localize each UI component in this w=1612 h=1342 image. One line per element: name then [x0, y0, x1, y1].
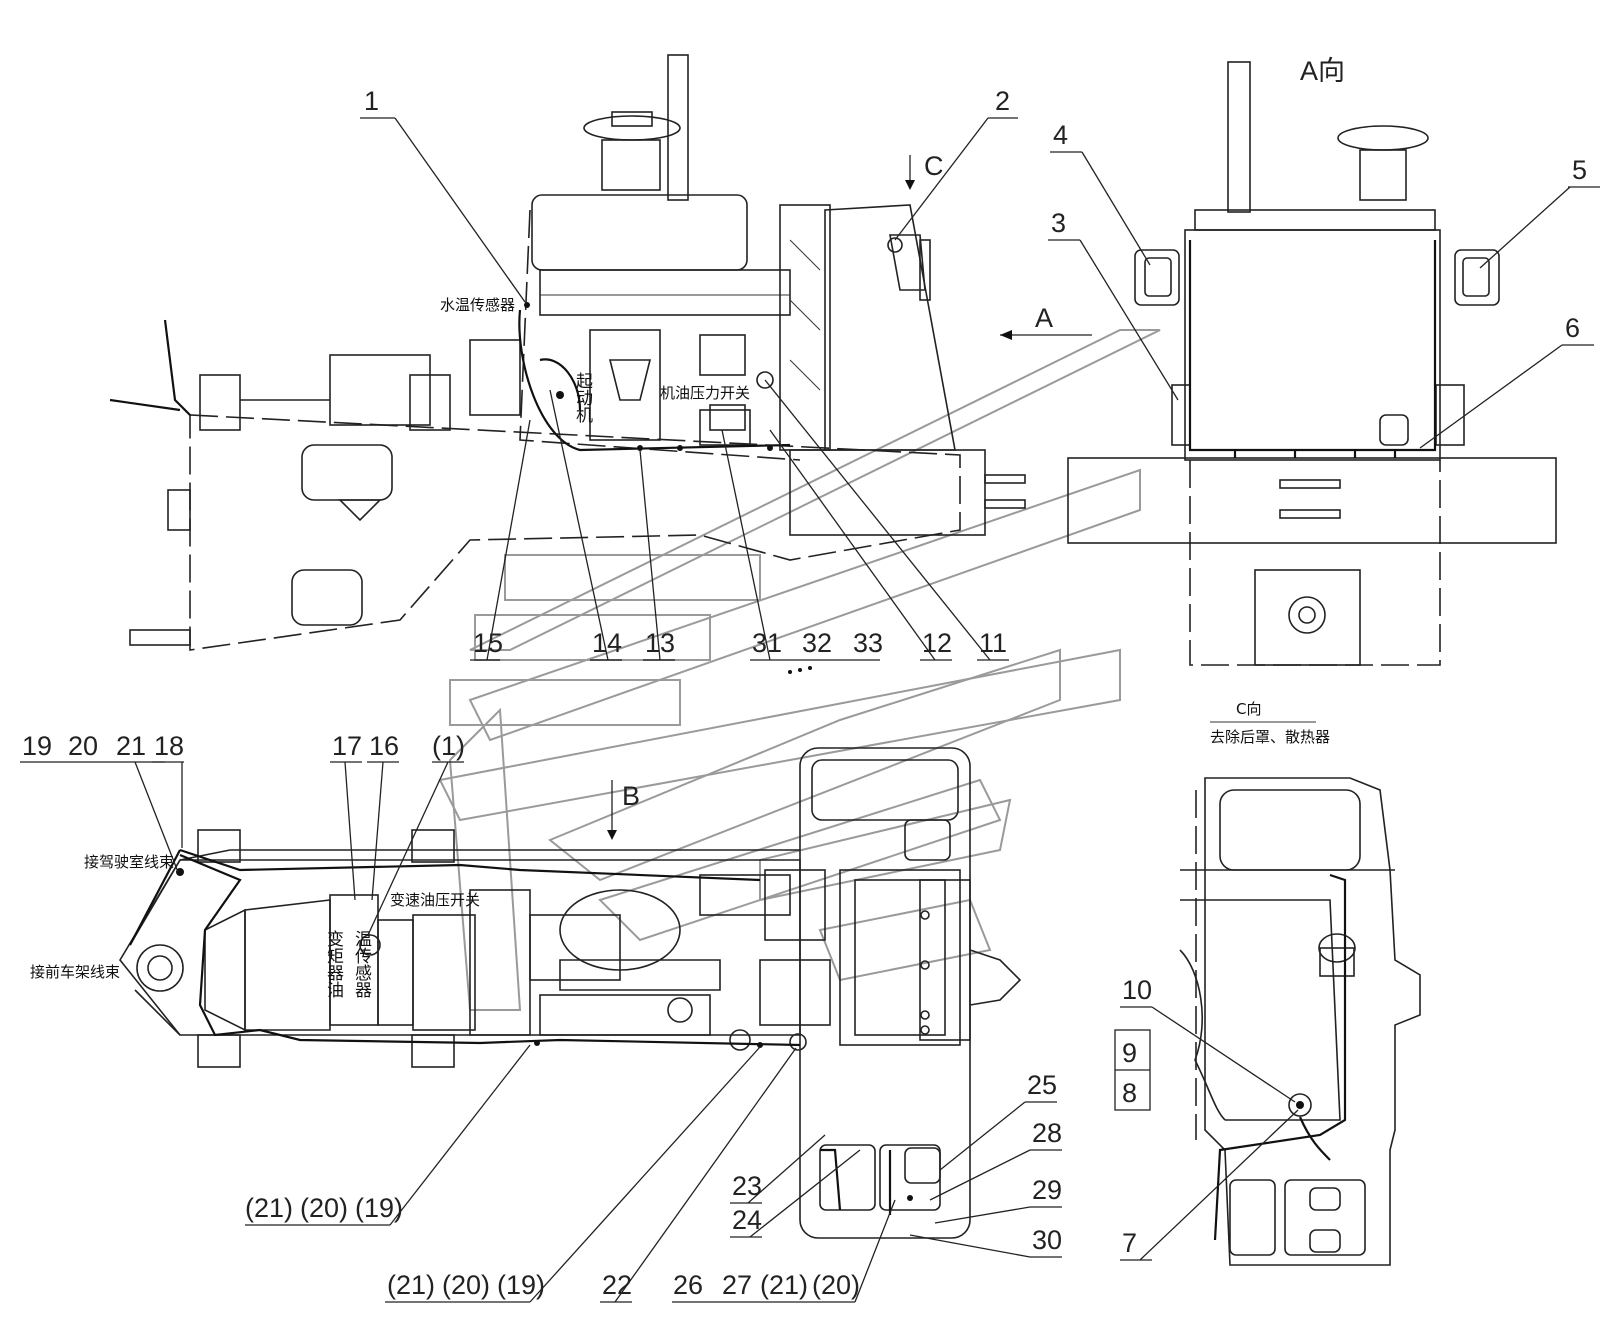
view-a-arrow-label: A [1035, 303, 1053, 333]
svg-text:18: 18 [154, 731, 184, 761]
callout-25: 25 [939, 1070, 1057, 1171]
svg-text:30: 30 [1032, 1225, 1062, 1255]
callout-2: 2 [894, 86, 1018, 241]
svg-text:12: 12 [922, 628, 952, 658]
callout-21-20-19-b: (21) (20) (19) [385, 1046, 761, 1303]
svg-text:4: 4 [1053, 120, 1068, 150]
water-temp-sensor-label: 水温传感器 [440, 296, 515, 314]
svg-text:14: 14 [592, 628, 622, 658]
callout-10: 10 [1120, 975, 1296, 1103]
callout-6: 6 [1419, 313, 1594, 449]
svg-text:温传感器: 温传感器 [351, 930, 372, 998]
svg-text:27: 27 [722, 1270, 752, 1300]
starter-motor-label: 起动机 [572, 372, 593, 423]
callout-23: 23 [730, 1134, 826, 1204]
svg-text:8: 8 [1122, 1078, 1137, 1108]
svg-text:(19): (19) [355, 1193, 403, 1223]
callout-7: 7 [1120, 1109, 1299, 1261]
callout-22: 22 [600, 1047, 797, 1303]
callout-18: 18 [152, 731, 184, 848]
callout-1: 1 [360, 86, 526, 303]
transmission-pressure-switch-label: 变速油压开关 [390, 891, 480, 909]
svg-text:(20): (20) [300, 1193, 348, 1223]
svg-text:25: 25 [1027, 1070, 1057, 1100]
svg-text:23: 23 [732, 1171, 762, 1201]
svg-text:变矩器油: 变矩器油 [323, 930, 344, 998]
callout-31-32-33: 31 32 33 [721, 429, 883, 674]
torque-converter-oil-temp-label: 变矩器油 [323, 930, 344, 998]
svg-text:13: 13 [645, 628, 675, 658]
callout-16: 16 [367, 731, 399, 901]
view-a [1067, 61, 1557, 666]
callout-4: 4 [1050, 120, 1151, 266]
callout-15: 15 [470, 419, 531, 661]
callout-19-20-21: 19 20 21 [20, 731, 179, 873]
callout-30: 30 [909, 1225, 1062, 1258]
svg-text:C向: C向 [1236, 700, 1261, 718]
svg-text:(20): (20) [442, 1270, 490, 1300]
cab-harness-label: 接驾驶室线束 [84, 853, 174, 871]
callout-13: 13 [639, 449, 675, 661]
view-a-title: A向 [1300, 56, 1345, 86]
svg-text:20: 20 [68, 731, 98, 761]
view-c: C向 去除后罩、散热器 [1179, 700, 1421, 1266]
svg-text:24: 24 [732, 1205, 762, 1235]
callout-24: 24 [730, 1149, 861, 1238]
callout-5: 5 [1479, 155, 1600, 269]
callout-9-8: 9 8 [1114, 1029, 1151, 1111]
svg-text:26: 26 [673, 1270, 703, 1300]
svg-text:11: 11 [979, 628, 1007, 658]
svg-text:19: 19 [22, 731, 52, 761]
callout-1-paren: (1) [367, 731, 465, 936]
front-frame-harness-label: 接前车架线束 [30, 963, 120, 981]
svg-text:21: 21 [116, 731, 146, 761]
callout-21-20-19-a: (21) (20) (19) [245, 1044, 531, 1226]
svg-text:(21): (21) [245, 1193, 293, 1223]
temp-sensor-label: 温传感器 [351, 930, 372, 998]
svg-text:16: 16 [369, 731, 399, 761]
svg-text:31: 31 [752, 628, 782, 658]
callout-3: 3 [1048, 208, 1179, 401]
svg-text:22: 22 [602, 1270, 632, 1300]
svg-text:33: 33 [853, 628, 883, 658]
svg-text:10: 10 [1122, 975, 1152, 1005]
svg-text:6: 6 [1565, 313, 1580, 343]
view-b-arrow-label: B [622, 781, 640, 811]
callout-26-27-21-20: 26 27 (21) (20) [672, 1199, 896, 1303]
svg-text:(1): (1) [432, 731, 465, 761]
svg-text:(19): (19) [497, 1270, 545, 1300]
plan-view [119, 747, 1022, 1239]
svg-text:32: 32 [802, 628, 832, 658]
callout-29: 29 [934, 1175, 1062, 1224]
svg-text:28: 28 [1032, 1118, 1062, 1148]
oil-pressure-switch-label: 机油压力开关 [660, 384, 750, 402]
svg-text:29: 29 [1032, 1175, 1062, 1205]
svg-text:9: 9 [1122, 1038, 1137, 1068]
view-c-arrow-label: C [924, 151, 944, 181]
svg-text:5: 5 [1572, 155, 1587, 185]
svg-text:起动机: 起动机 [572, 372, 593, 423]
callout-11: 11 [764, 379, 1009, 661]
svg-text:15: 15 [473, 628, 503, 658]
svg-text:1: 1 [364, 86, 379, 116]
svg-text:去除后罩、散热器: 去除后罩、散热器 [1210, 728, 1330, 746]
svg-text:(21): (21) [760, 1270, 808, 1300]
callout-12: 12 [769, 429, 952, 661]
svg-text:7: 7 [1122, 1228, 1137, 1258]
svg-text:2: 2 [995, 86, 1010, 116]
callout-14: 14 [549, 389, 622, 661]
callout-28: 28 [929, 1118, 1062, 1201]
callout-17: 17 [330, 731, 362, 901]
svg-text:(21): (21) [387, 1270, 435, 1300]
svg-text:17: 17 [332, 731, 362, 761]
side-view [109, 54, 1026, 651]
svg-text:3: 3 [1051, 208, 1066, 238]
svg-text:(20): (20) [812, 1270, 860, 1300]
